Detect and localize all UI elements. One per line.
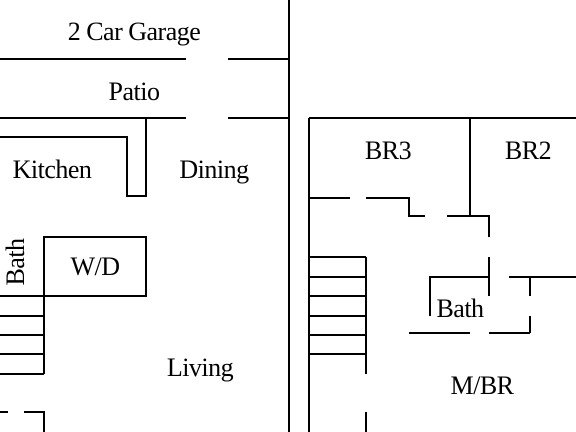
label-dining: Dining [179,155,249,184]
wall-kitchen-partition [0,118,147,197]
stairs-ground [0,295,44,375]
label-br3: BR3 [365,136,411,165]
upper-floor-plan [308,117,576,432]
stairs-upper [309,256,367,374]
label-bath-upper: Bath [436,294,484,323]
wall-br3-closet [366,197,425,217]
wall-bath-upper [429,276,489,316]
wall-br2-bottom [447,215,490,237]
label-wd: W/D [70,252,119,281]
wall-bottom-entry [24,411,45,432]
label-master-br: M/BR [450,371,514,400]
label-br2: BR2 [505,136,551,165]
label-kitchen: Kitchen [13,155,92,184]
label-living: Living [167,353,234,382]
ground-floor-plan [0,0,290,432]
label-patio: Patio [109,77,160,106]
label-garage: 2 Car Garage [68,17,201,46]
label-bath-lower: Bath [1,238,30,286]
